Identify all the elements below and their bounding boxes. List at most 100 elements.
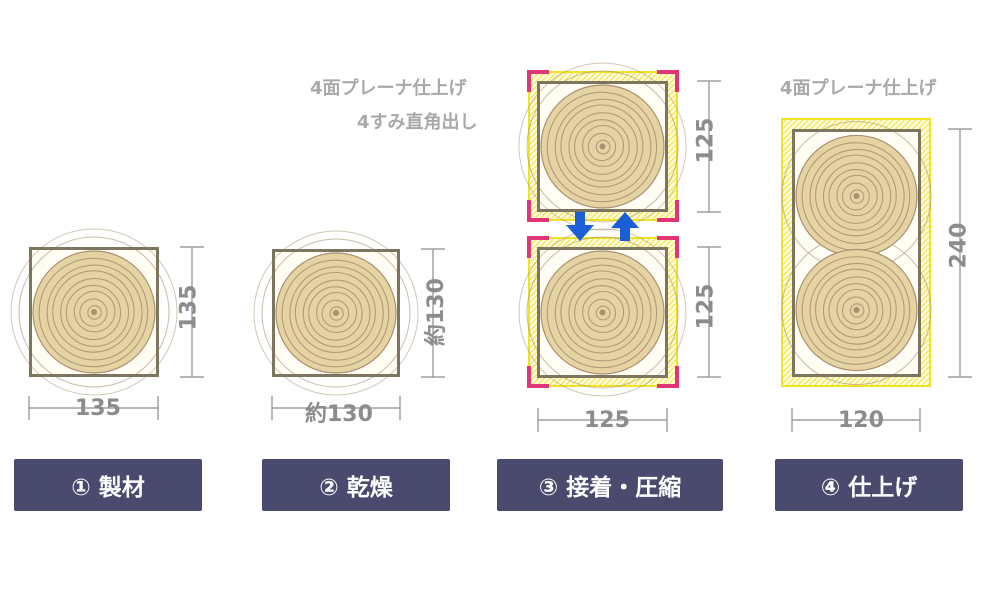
outer-ring xyxy=(10,228,178,396)
step3-width-label: 125 xyxy=(584,408,630,433)
growth-ring xyxy=(595,305,611,321)
growth-ring xyxy=(849,303,865,318)
outer-ring xyxy=(526,236,679,389)
step2-width-label: 約130 xyxy=(305,402,373,427)
step4-label: ④ 仕上げ xyxy=(775,459,963,511)
growth-ring xyxy=(546,257,658,369)
growth-ring xyxy=(822,276,892,345)
growth-ring xyxy=(546,91,658,203)
growth-ring xyxy=(281,259,390,368)
outer-ring xyxy=(518,62,687,231)
press-arrow-down xyxy=(566,212,594,241)
block-frame xyxy=(792,129,921,377)
arrow-head xyxy=(611,212,639,228)
step2-height-dim xyxy=(421,248,445,378)
growth-ring xyxy=(841,182,870,211)
growth-ring xyxy=(302,279,371,348)
growth-ring xyxy=(568,278,638,348)
growth-ring xyxy=(329,306,344,321)
step4-width-label: 120 xyxy=(838,408,884,433)
pith xyxy=(333,310,339,316)
step2-label: ② 乾燥 xyxy=(262,459,450,511)
growth-ring xyxy=(595,139,611,155)
growth-ring xyxy=(815,154,897,237)
step1-width-dim xyxy=(28,396,159,420)
growth-ring xyxy=(568,112,638,182)
step3-height-label-top: 125 xyxy=(693,117,719,164)
growth-ring xyxy=(60,278,130,347)
log-rings xyxy=(540,250,665,375)
growth-ring xyxy=(815,268,897,351)
growth-ring xyxy=(809,262,905,359)
growth-ring xyxy=(321,299,350,328)
growth-ring xyxy=(801,256,911,365)
step4-width-dim xyxy=(791,408,921,432)
step3-top-height-dim xyxy=(697,80,721,213)
step3-note-line1: 4面プレーナ仕上げ xyxy=(310,78,467,99)
growth-ring xyxy=(828,169,884,224)
growth-ring xyxy=(554,98,652,196)
growth-ring xyxy=(560,104,644,188)
outer-ring xyxy=(18,236,170,388)
step1-height-label: 135 xyxy=(176,284,202,331)
growth-ring xyxy=(554,264,652,362)
step3-label: ③ 接着・圧縮 xyxy=(497,459,723,511)
clamp-corner xyxy=(527,200,549,222)
clamp-corner xyxy=(657,236,679,258)
clamp-corner xyxy=(527,236,549,258)
growth-ring xyxy=(587,298,617,328)
growth-ring xyxy=(316,291,358,334)
growth-ring xyxy=(822,162,892,231)
growth-ring xyxy=(587,132,617,162)
growth-ring xyxy=(38,257,149,368)
pith xyxy=(599,309,606,316)
outer-ring xyxy=(518,228,687,397)
clamp-corner xyxy=(527,70,549,92)
growth-ring xyxy=(73,290,116,333)
growth-ring xyxy=(308,286,363,341)
outer-ring xyxy=(261,238,411,388)
clamp-corner xyxy=(657,366,679,388)
outer-ring xyxy=(526,70,679,223)
pith xyxy=(91,309,97,315)
growth-ring xyxy=(52,270,135,353)
growth-ring xyxy=(560,270,644,354)
step4-note: 4面プレーナ仕上げ xyxy=(780,78,937,99)
growth-ring xyxy=(809,148,905,245)
step4-height-dim xyxy=(948,128,972,378)
growth-ring xyxy=(87,305,102,320)
growth-ring xyxy=(841,296,870,325)
block-frame xyxy=(29,247,159,377)
growth-ring xyxy=(574,285,630,341)
block-frame xyxy=(537,81,668,212)
growth-ring xyxy=(849,189,865,204)
log-rings xyxy=(540,84,665,209)
step2-width-dim xyxy=(271,396,401,420)
step2-height-label: 約130 xyxy=(424,278,449,346)
arrow-shaft xyxy=(620,228,630,241)
step1-height-dim xyxy=(180,246,204,378)
log-rings-top xyxy=(795,134,918,258)
clamp-corner xyxy=(527,366,549,388)
step3-bottom-height-dim xyxy=(697,246,721,378)
growth-ring xyxy=(828,283,884,338)
growth-ring xyxy=(836,288,878,331)
growth-ring xyxy=(574,119,630,175)
arrow-shaft xyxy=(575,212,585,225)
pith xyxy=(853,192,860,199)
growth-ring xyxy=(289,266,384,361)
pith xyxy=(599,143,606,150)
step1-width-label: 135 xyxy=(75,396,121,421)
pith xyxy=(853,307,860,314)
step1-label: ① 製材 xyxy=(14,459,202,511)
step3-note-line2: 4すみ直角出し xyxy=(357,112,478,133)
growth-ring xyxy=(294,271,376,354)
arrow-head xyxy=(566,225,594,241)
outer-ring xyxy=(253,230,419,396)
growth-ring xyxy=(65,284,122,341)
clamp-corner xyxy=(657,200,679,222)
step3-bottom-clamps xyxy=(527,236,679,388)
growth-ring xyxy=(582,124,625,168)
growth-ring xyxy=(46,264,143,361)
